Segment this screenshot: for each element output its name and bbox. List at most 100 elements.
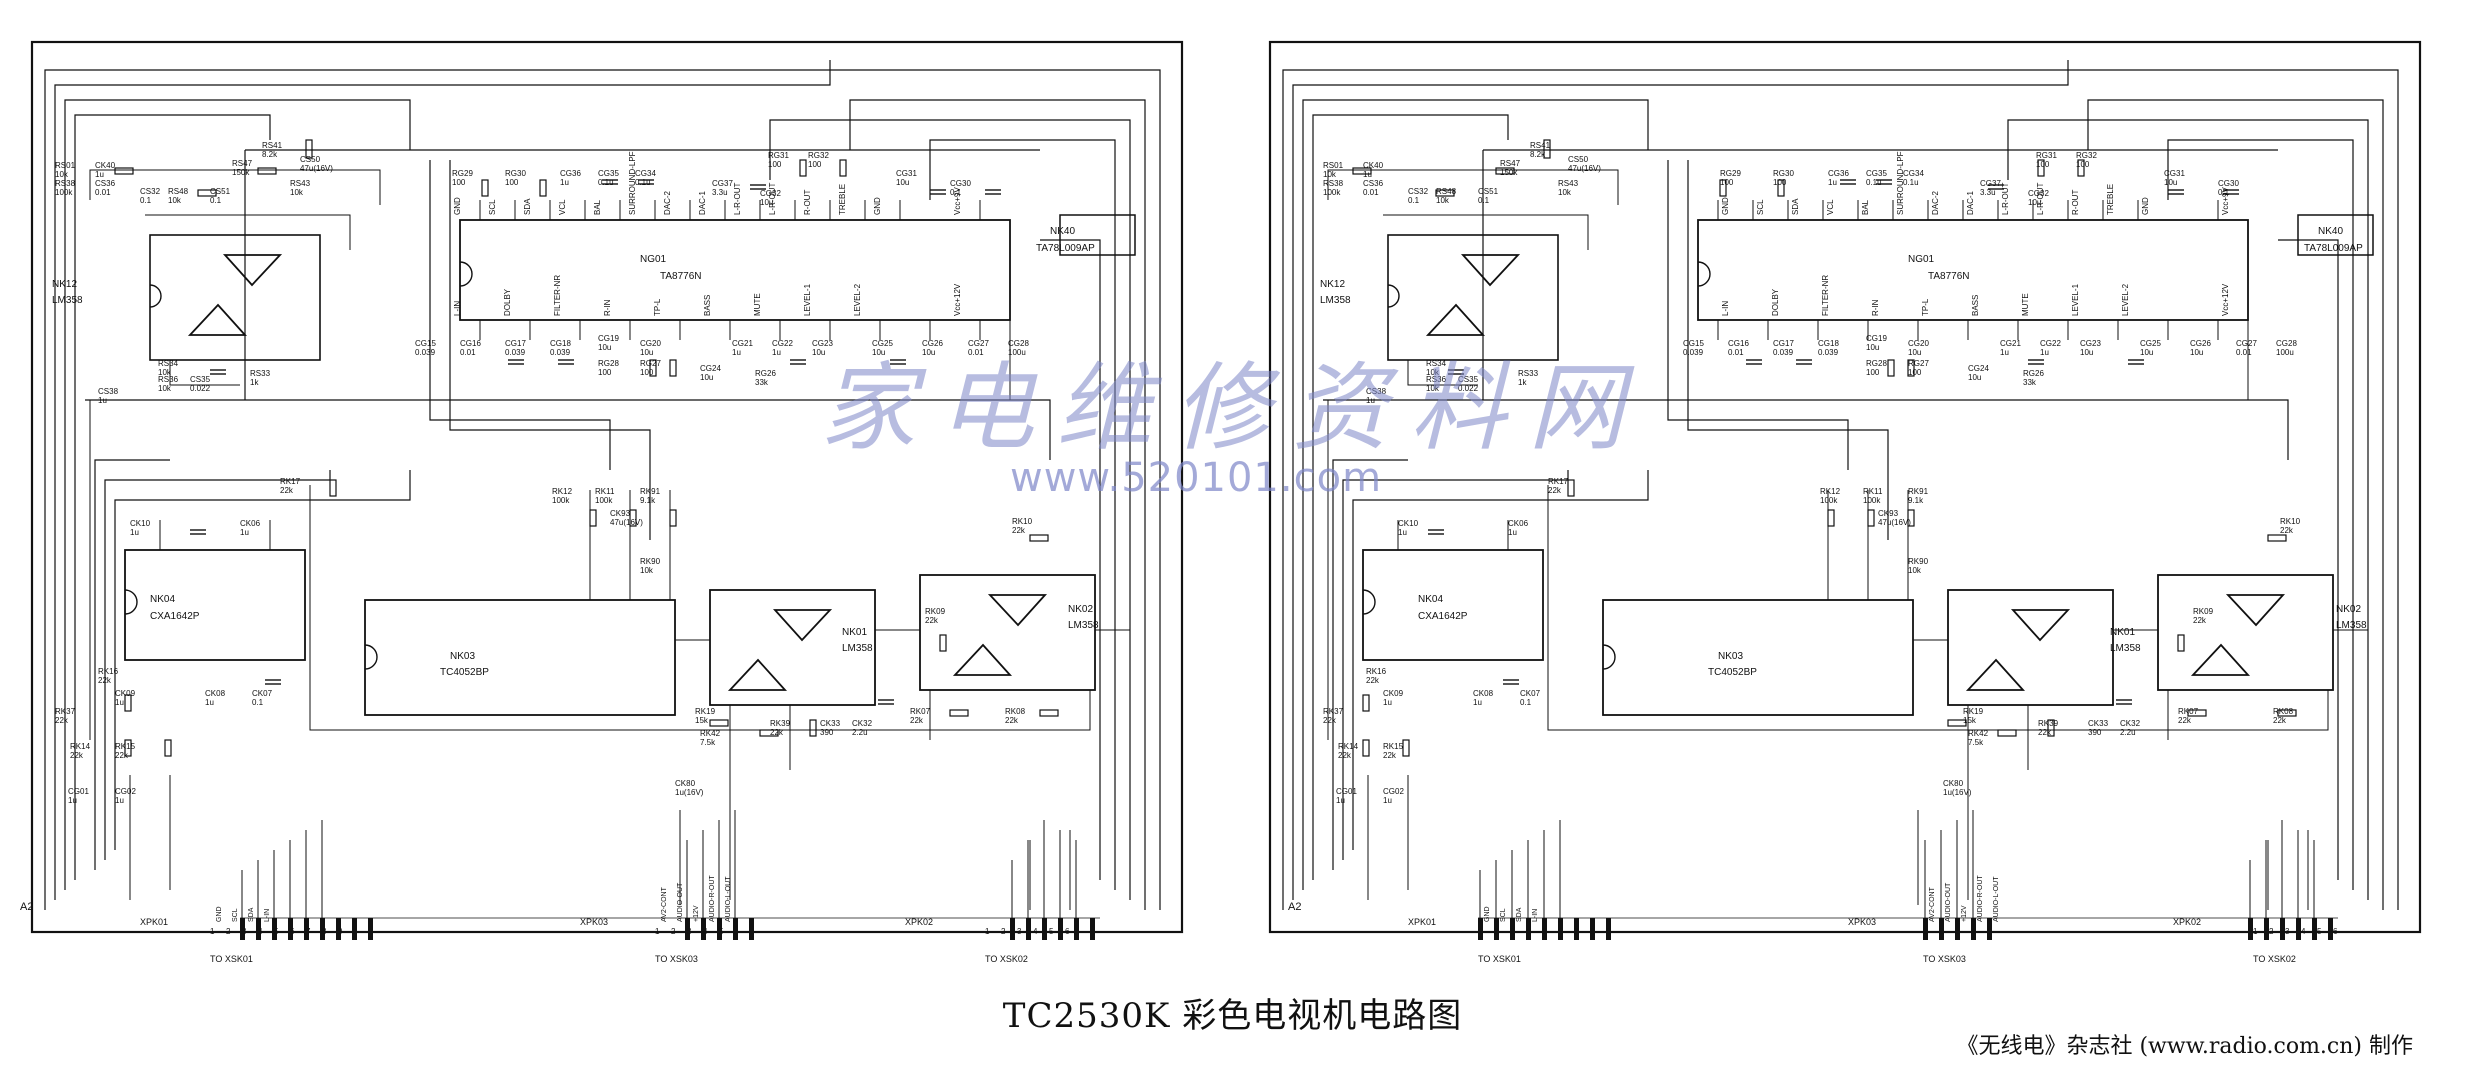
component-value: 100k [552,496,570,505]
component-ref: CG31 [896,169,917,178]
component-ref: CG28 [2276,339,2297,348]
component-ref: RS38 [55,179,76,188]
component-value: 10k [1323,170,1336,179]
component-ref: CG21 [732,339,753,348]
publisher-credit: 《无线电》杂志社 (www.radio.com.cn) 制作 [1956,1034,2413,1059]
ng01-pin-top-label: SDA [523,198,532,215]
component-value: 10k [290,188,303,197]
connector-pin-number: 3 [242,927,247,936]
ng01-pin-top-label: R-OUT [2071,189,2080,215]
component-value: 1u [240,528,249,537]
connector-pin-number: 2 [226,927,231,936]
ng01-pin-top-label: R-OUT [803,189,812,215]
connector-pin-number: 8 [322,927,327,936]
component-ref: RK08 [1005,707,1026,716]
nk40-ref: NK40 [1050,226,1076,237]
component-value: 0.1u [1866,178,1882,187]
component-ref: CG01 [1336,787,1357,796]
connector-pin-number: 1 [210,927,215,936]
ng01-pin-bottom-label: LEVEL-2 [2121,283,2130,316]
connector-ref: XPK01 [1408,917,1437,927]
component-value: 10u [760,198,774,207]
component-value: 0.1u [598,178,614,187]
ng01-part: TA8776N [1928,271,1970,282]
component-value: 0.1u [1903,178,1919,187]
nk02-ref: NK02 [2336,604,2362,615]
connector-pin-number: 3 [687,927,692,936]
connector-signal-label: AUDIO-R-OUT [709,875,716,922]
component-value: 47u(16V) [300,164,333,173]
connector-target: TO XSK02 [2253,954,2296,964]
component-value: 100k [595,496,613,505]
component-value: 22k [2273,716,2286,725]
ng01-pin-top-label: BAL [1861,199,1870,215]
component-value: 47u(16V) [1568,164,1601,173]
connector-pin-number: 6 [1065,927,1070,936]
component-ref: CG23 [812,339,833,348]
component-ref: RS48 [168,187,189,196]
connector-pin-number: 5 [719,927,724,936]
connector-signal-label: AUDIO-R-OUT [1977,875,1984,922]
component-value: 22k [2038,728,2051,737]
component-value: 0.1 [210,196,222,205]
component-value: 100 [768,160,782,169]
component-ref: CK06 [240,519,261,528]
component-value: 33k [2023,378,2036,387]
component-value: 10u [2080,348,2094,357]
component-value: 22k [770,728,783,737]
nk04-ref: NK04 [150,594,176,605]
component-value: 1u [95,170,104,179]
component-ref: RG28 [598,359,619,368]
component-ref: RK37 [55,707,76,716]
connector-pin-number: 7 [306,927,311,936]
component-value: 0.039 [415,348,436,357]
component-ref: CS32 [140,187,161,196]
component-ref: RS34 [1426,359,1447,368]
component-ref: CK10 [1398,519,1419,528]
component-value: 0.039 [1773,348,1794,357]
connector-signal-label: AUDIO-OUT [1945,882,1952,922]
ng01-pin-bottom-label: LEVEL-1 [2071,283,2080,316]
component-value: 1u [130,528,139,537]
component-ref: CS32 [1408,187,1429,196]
ng01-pin-bottom-label: LEVEL-2 [853,283,862,316]
ng01-pin-bottom-label: Vcc+12V [2221,283,2230,316]
connector-pin-number: 2 [2269,927,2274,936]
nk03-ref: NK03 [1718,651,1744,662]
component-value: 3.3u [1980,188,1996,197]
component-ref: CG15 [1683,339,1704,348]
connector-pin-number: 2 [1939,927,1944,936]
component-value: 47u(16V) [610,518,643,527]
nk02-part: LM358 [1068,620,1099,631]
connector-target: TO XSK01 [1478,954,1521,964]
component-value: 10k [1436,196,1449,205]
component-value: 22k [1366,676,1379,685]
component-value: 8.2k [1530,150,1546,159]
connector-signal-label: AUDIO-L-OUT [1993,876,2000,923]
ng01-pin-bottom-label: LEVEL-1 [803,283,812,316]
connector-pin-number: 4 [258,927,263,936]
component-value: 7.5k [700,738,716,747]
component-value: 33k [755,378,768,387]
connector-pin-number: 3 [1017,927,1022,936]
component-ref: RS47 [232,159,253,168]
component-value: 100k [1323,188,1341,197]
component-value: 1k [250,378,259,387]
component-ref: RK17 [280,477,301,486]
connector-pin-number: 4 [1971,927,1976,936]
component-ref: CG19 [1866,334,1887,343]
ng01-pin-top-label: VCL [1826,199,1835,215]
ng01-pin-top-label: SDA [1791,198,1800,215]
connector-pin-number: 2 [1001,927,1006,936]
component-value: 22k [98,676,111,685]
nk01-ref: NK01 [2110,627,2136,638]
component-ref: CG24 [700,364,721,373]
connector-signal-label: GND [1484,906,1491,922]
component-ref: CS51 [210,187,231,196]
component-value: 10u [700,373,714,382]
nk40-part: TA78L009AP [2304,243,2363,254]
component-value: 100 [598,368,612,377]
nk02-ref: NK02 [1068,604,1094,615]
component-value: 1u [1383,796,1392,805]
ng01-pin-bottom-label: DOLBY [1771,288,1780,316]
